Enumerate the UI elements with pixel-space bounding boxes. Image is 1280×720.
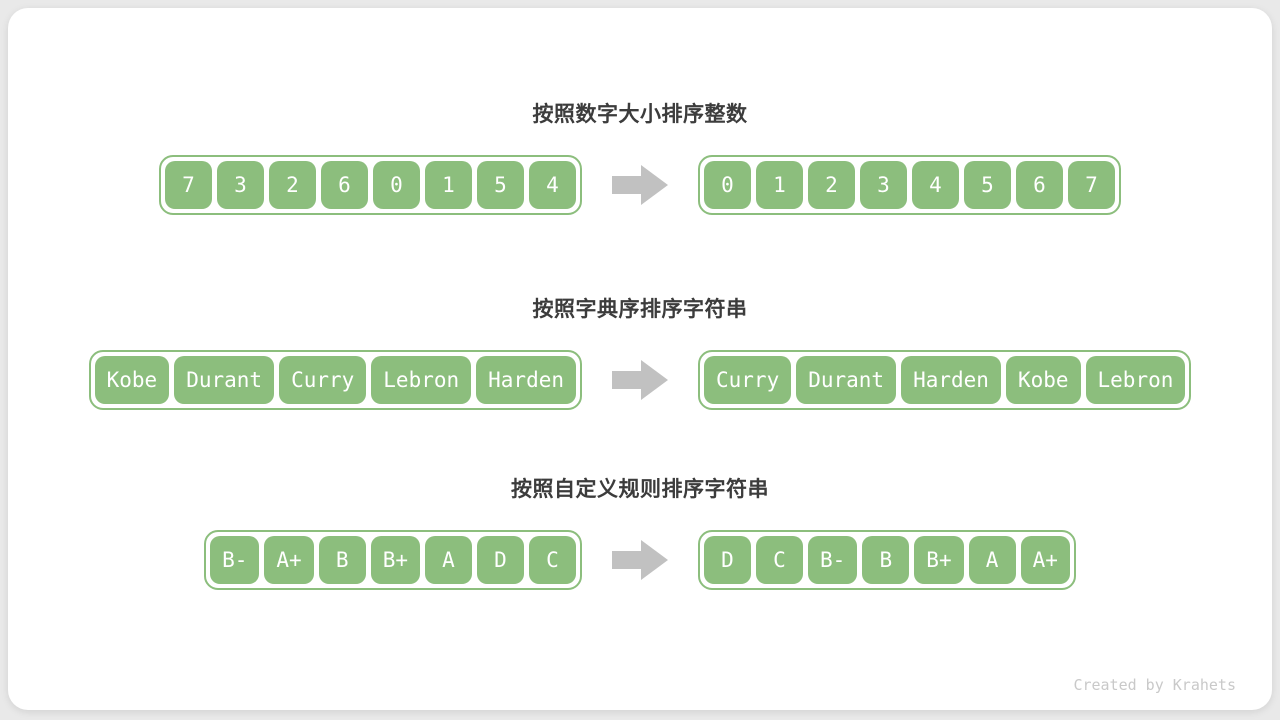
array-cell: 0 — [704, 161, 751, 209]
array-cell: B+ — [370, 536, 420, 584]
array-cell: A+ — [1020, 536, 1070, 584]
credit-text: Created by Krahets — [1073, 676, 1236, 694]
array-cell: 5 — [964, 161, 1011, 209]
section-title: 按照字典序排序字符串 — [532, 298, 748, 321]
array-cell: Lebron — [371, 356, 472, 404]
array-cell: C — [529, 536, 576, 584]
array-cell: 7 — [1068, 161, 1115, 209]
array-cell: Harden — [476, 356, 576, 404]
array-cell: B- — [808, 536, 858, 584]
array-cell: A+ — [264, 536, 314, 584]
array-cell: 3 — [860, 161, 907, 209]
array-cell: 4 — [912, 161, 959, 209]
array-cell: B+ — [914, 536, 964, 584]
section-title: 按照数字大小排序整数 — [532, 103, 748, 126]
array-cell: B — [318, 536, 366, 584]
array-cell: A — [425, 536, 472, 584]
array-cell: Durant — [174, 356, 275, 404]
array-cell: Curry — [279, 356, 367, 404]
arrow-right-icon — [612, 360, 668, 400]
array-cell: 2 — [269, 161, 316, 209]
section-title: 按照自定义规则排序字符串 — [511, 478, 769, 501]
array-cell: D — [477, 536, 524, 584]
array-cell: D — [704, 536, 751, 584]
array-cell: 6 — [321, 161, 368, 209]
array-cell: Harden — [901, 356, 1001, 404]
array-cell: 4 — [529, 161, 576, 209]
array-cell: 1 — [425, 161, 472, 209]
array-cell: A — [968, 536, 1016, 584]
array-cell: 0 — [373, 161, 420, 209]
array-cell: Kobe — [1005, 356, 1081, 404]
array-cell: 7 — [165, 161, 212, 209]
array-cell: 3 — [217, 161, 264, 209]
arrow-right-icon — [612, 540, 668, 580]
array-cell: Kobe — [94, 356, 170, 404]
array-cell: Lebron — [1085, 356, 1186, 404]
array-cell: Durant — [796, 356, 897, 404]
array-cell: B- — [210, 536, 260, 584]
array-cell: Curry — [704, 356, 792, 404]
array-cell: B — [862, 536, 910, 584]
array-cell: 2 — [808, 161, 855, 209]
array-cell: 5 — [477, 161, 524, 209]
array-cell: 1 — [756, 161, 803, 209]
arrow-right-icon — [612, 165, 668, 205]
array-cell: C — [756, 536, 803, 584]
array-cell: 6 — [1016, 161, 1063, 209]
